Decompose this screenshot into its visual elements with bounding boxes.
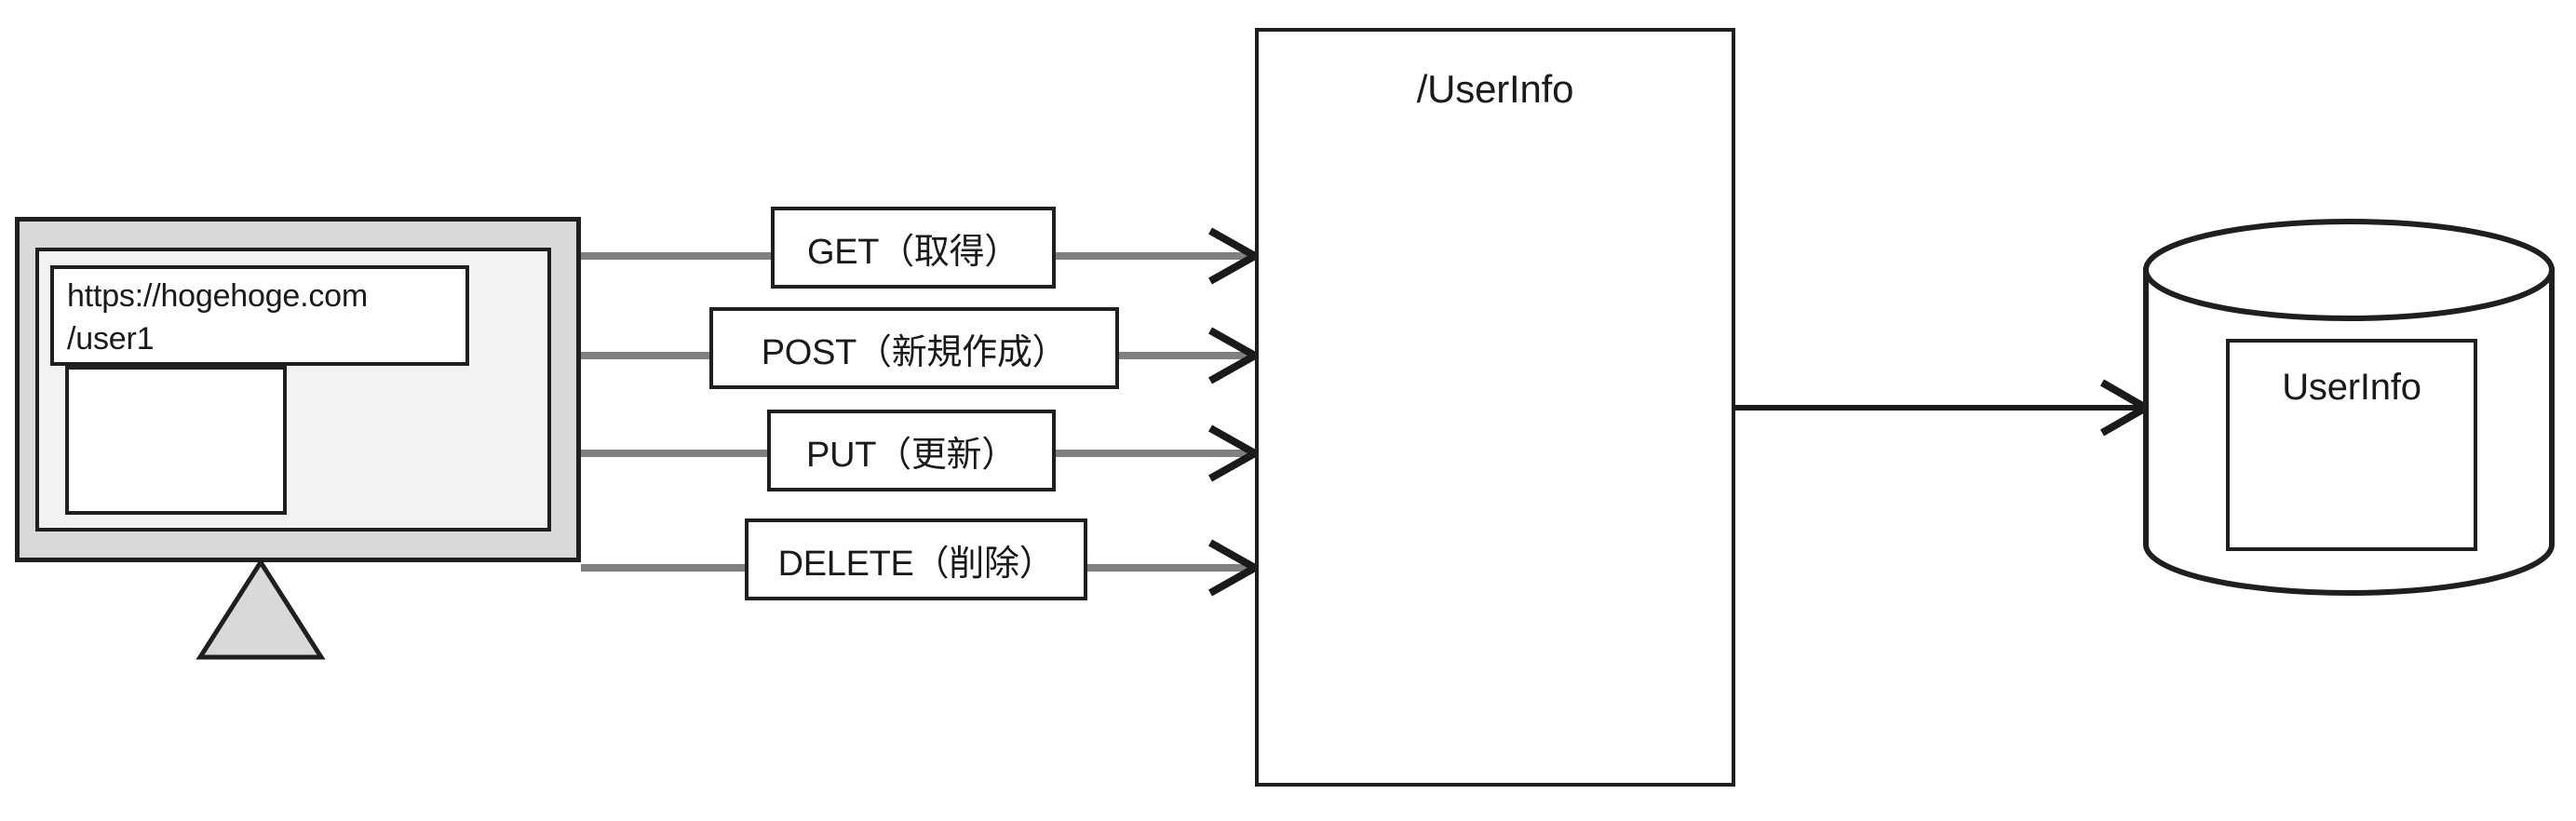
method-label-get[interactable]: GET（取得）	[771, 207, 1056, 289]
method-label-delete[interactable]: DELETE（削除）	[745, 518, 1087, 600]
browser-content-pane	[65, 366, 287, 515]
database-table-box[interactable]: UserInfo	[2226, 339, 2477, 551]
monitor-stand-triangle-icon	[196, 558, 326, 660]
url-line-host: https://hogehoge.com	[67, 278, 369, 314]
method-label-post[interactable]: POST（新規作成）	[709, 307, 1119, 389]
url-line-path: /user1	[67, 321, 155, 357]
method-label-put[interactable]: PUT（更新）	[767, 410, 1056, 491]
database-table-label: UserInfo	[2282, 367, 2421, 408]
api-endpoint-box[interactable]: /UserInfo	[1255, 28, 1735, 787]
browser-url-bar[interactable]: https://hogehoge.com /user1	[50, 265, 469, 366]
api-endpoint-label: /UserInfo	[1416, 67, 1574, 111]
